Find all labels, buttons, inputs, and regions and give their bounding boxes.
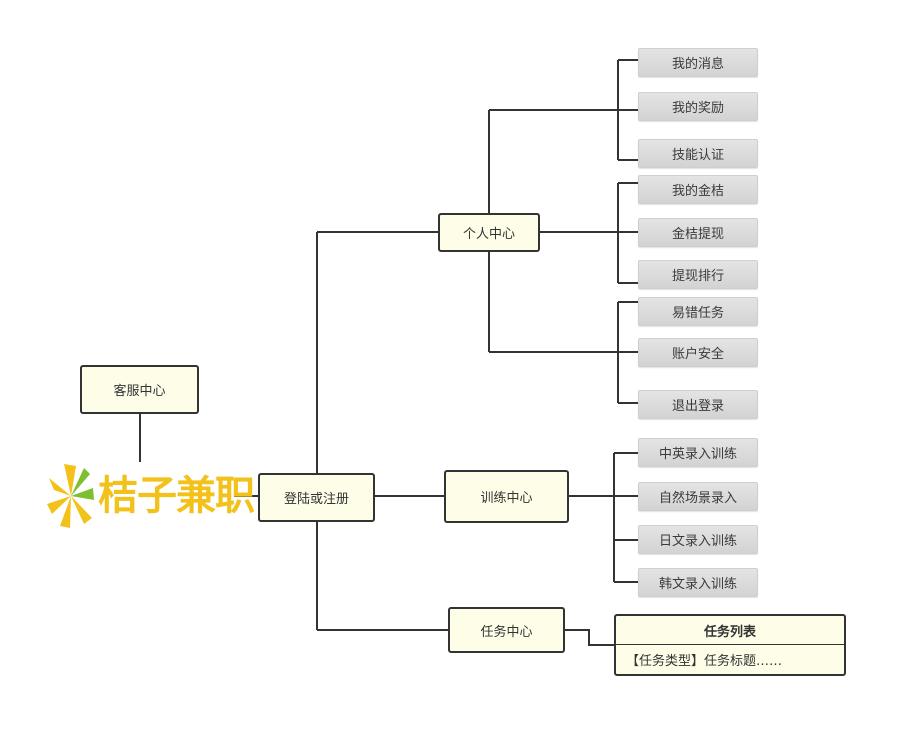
leaf-my-rewards: 我的奖励 (638, 92, 758, 121)
leaf-logout: 退出登录 (638, 390, 758, 419)
personal-center-node: 个人中心 (438, 213, 540, 252)
task-list-row: 【任务类型】任务标题…… (626, 653, 783, 669)
leaf-korean-training: 韩文录入训练 (638, 568, 758, 597)
logo-text: 桔子兼职 (98, 473, 255, 519)
leaf-error-prone-tasks: 易错任务 (638, 297, 758, 326)
leaf-my-messages: 我的消息 (638, 48, 758, 77)
task-list-table: 任务列表 【任务类型】任务标题…… (614, 614, 846, 676)
task-list-title: 任务列表 (616, 616, 844, 645)
leaf-withdrawal-ranking: 提现排行 (638, 260, 758, 289)
leaf-cn-en-training: 中英录入训练 (638, 438, 758, 467)
customer-service-node: 客服中心 (80, 365, 199, 414)
training-center-node: 训练中心 (444, 470, 569, 523)
leaf-skill-certification: 技能认证 (638, 139, 758, 168)
orange-slice-logo-icon (47, 464, 94, 528)
login-register-node: 登陆或注册 (258, 473, 375, 522)
leaf-gold-withdrawal: 金桔提现 (638, 218, 758, 247)
leaf-natural-scene: 自然场景录入 (638, 482, 758, 511)
task-center-node: 任务中心 (448, 607, 565, 653)
leaf-japanese-training: 日文录入训练 (638, 525, 758, 554)
leaf-account-security: 账户安全 (638, 338, 758, 367)
leaf-my-gold-orange: 我的金桔 (638, 175, 758, 204)
